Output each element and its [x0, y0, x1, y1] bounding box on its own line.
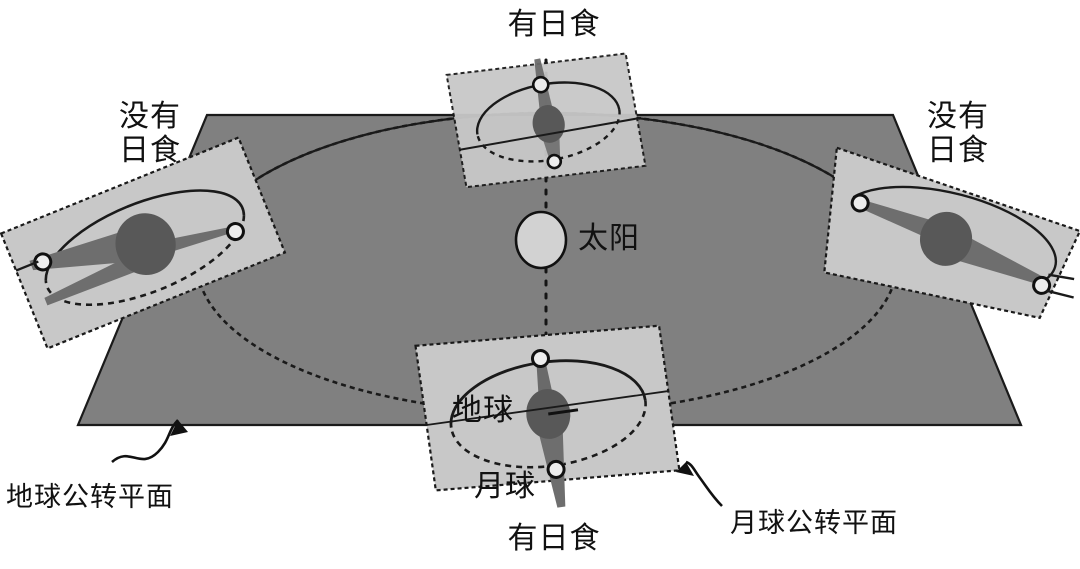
- label-eclipse-top: 有日食: [507, 8, 601, 41]
- moon-plane-left: [0, 136, 287, 350]
- label-no-eclipse-left-line1: 没有: [119, 100, 181, 133]
- sun-body: [514, 210, 568, 270]
- label-no-eclipse-left-line2: 日食: [119, 133, 181, 167]
- moon-node-bottom-upper: [530, 349, 550, 369]
- earth-body-bottom: [526, 389, 571, 439]
- label-moon: 月球: [474, 470, 536, 503]
- moon-node-top-lower: [546, 153, 563, 170]
- label-moon-orbital-plane: 月球公转平面: [730, 508, 898, 538]
- moon-node-right-upper: [850, 193, 870, 213]
- label-no-eclipse-right-line1: 没有: [927, 100, 989, 133]
- callout-earth-plane: [111, 419, 188, 464]
- label-no-eclipse-right-line2: 日食: [927, 133, 989, 167]
- earth-shadow-cone-left: [29, 226, 234, 306]
- label-earth-orbital-plane: 地球公转平面: [6, 482, 174, 512]
- moon-plane-right: [823, 146, 1080, 320]
- moon-node-top-upper: [531, 75, 550, 94]
- label-no-eclipse-right: 没有日食: [900, 100, 1016, 167]
- moon-node-left-upper: [33, 252, 53, 272]
- label-eclipse-bottom: 有日食: [507, 522, 601, 555]
- ecliptic-plane: [76, 113, 1023, 427]
- label-sun: 太阳: [578, 222, 640, 255]
- moon-plane-top: [445, 52, 647, 189]
- label-earth: 地球: [452, 394, 514, 427]
- earth-body-left: [115, 213, 176, 275]
- callout-moon-plane: [676, 460, 723, 507]
- moon-node-bottom-lower: [546, 459, 566, 479]
- moon-node-right-lower: [1032, 275, 1052, 295]
- moon-node-left-lower: [225, 222, 245, 242]
- earth-body-right: [919, 211, 973, 266]
- label-no-eclipse-left: 没有日食: [92, 100, 208, 167]
- moon-plane-bottom: [414, 324, 681, 508]
